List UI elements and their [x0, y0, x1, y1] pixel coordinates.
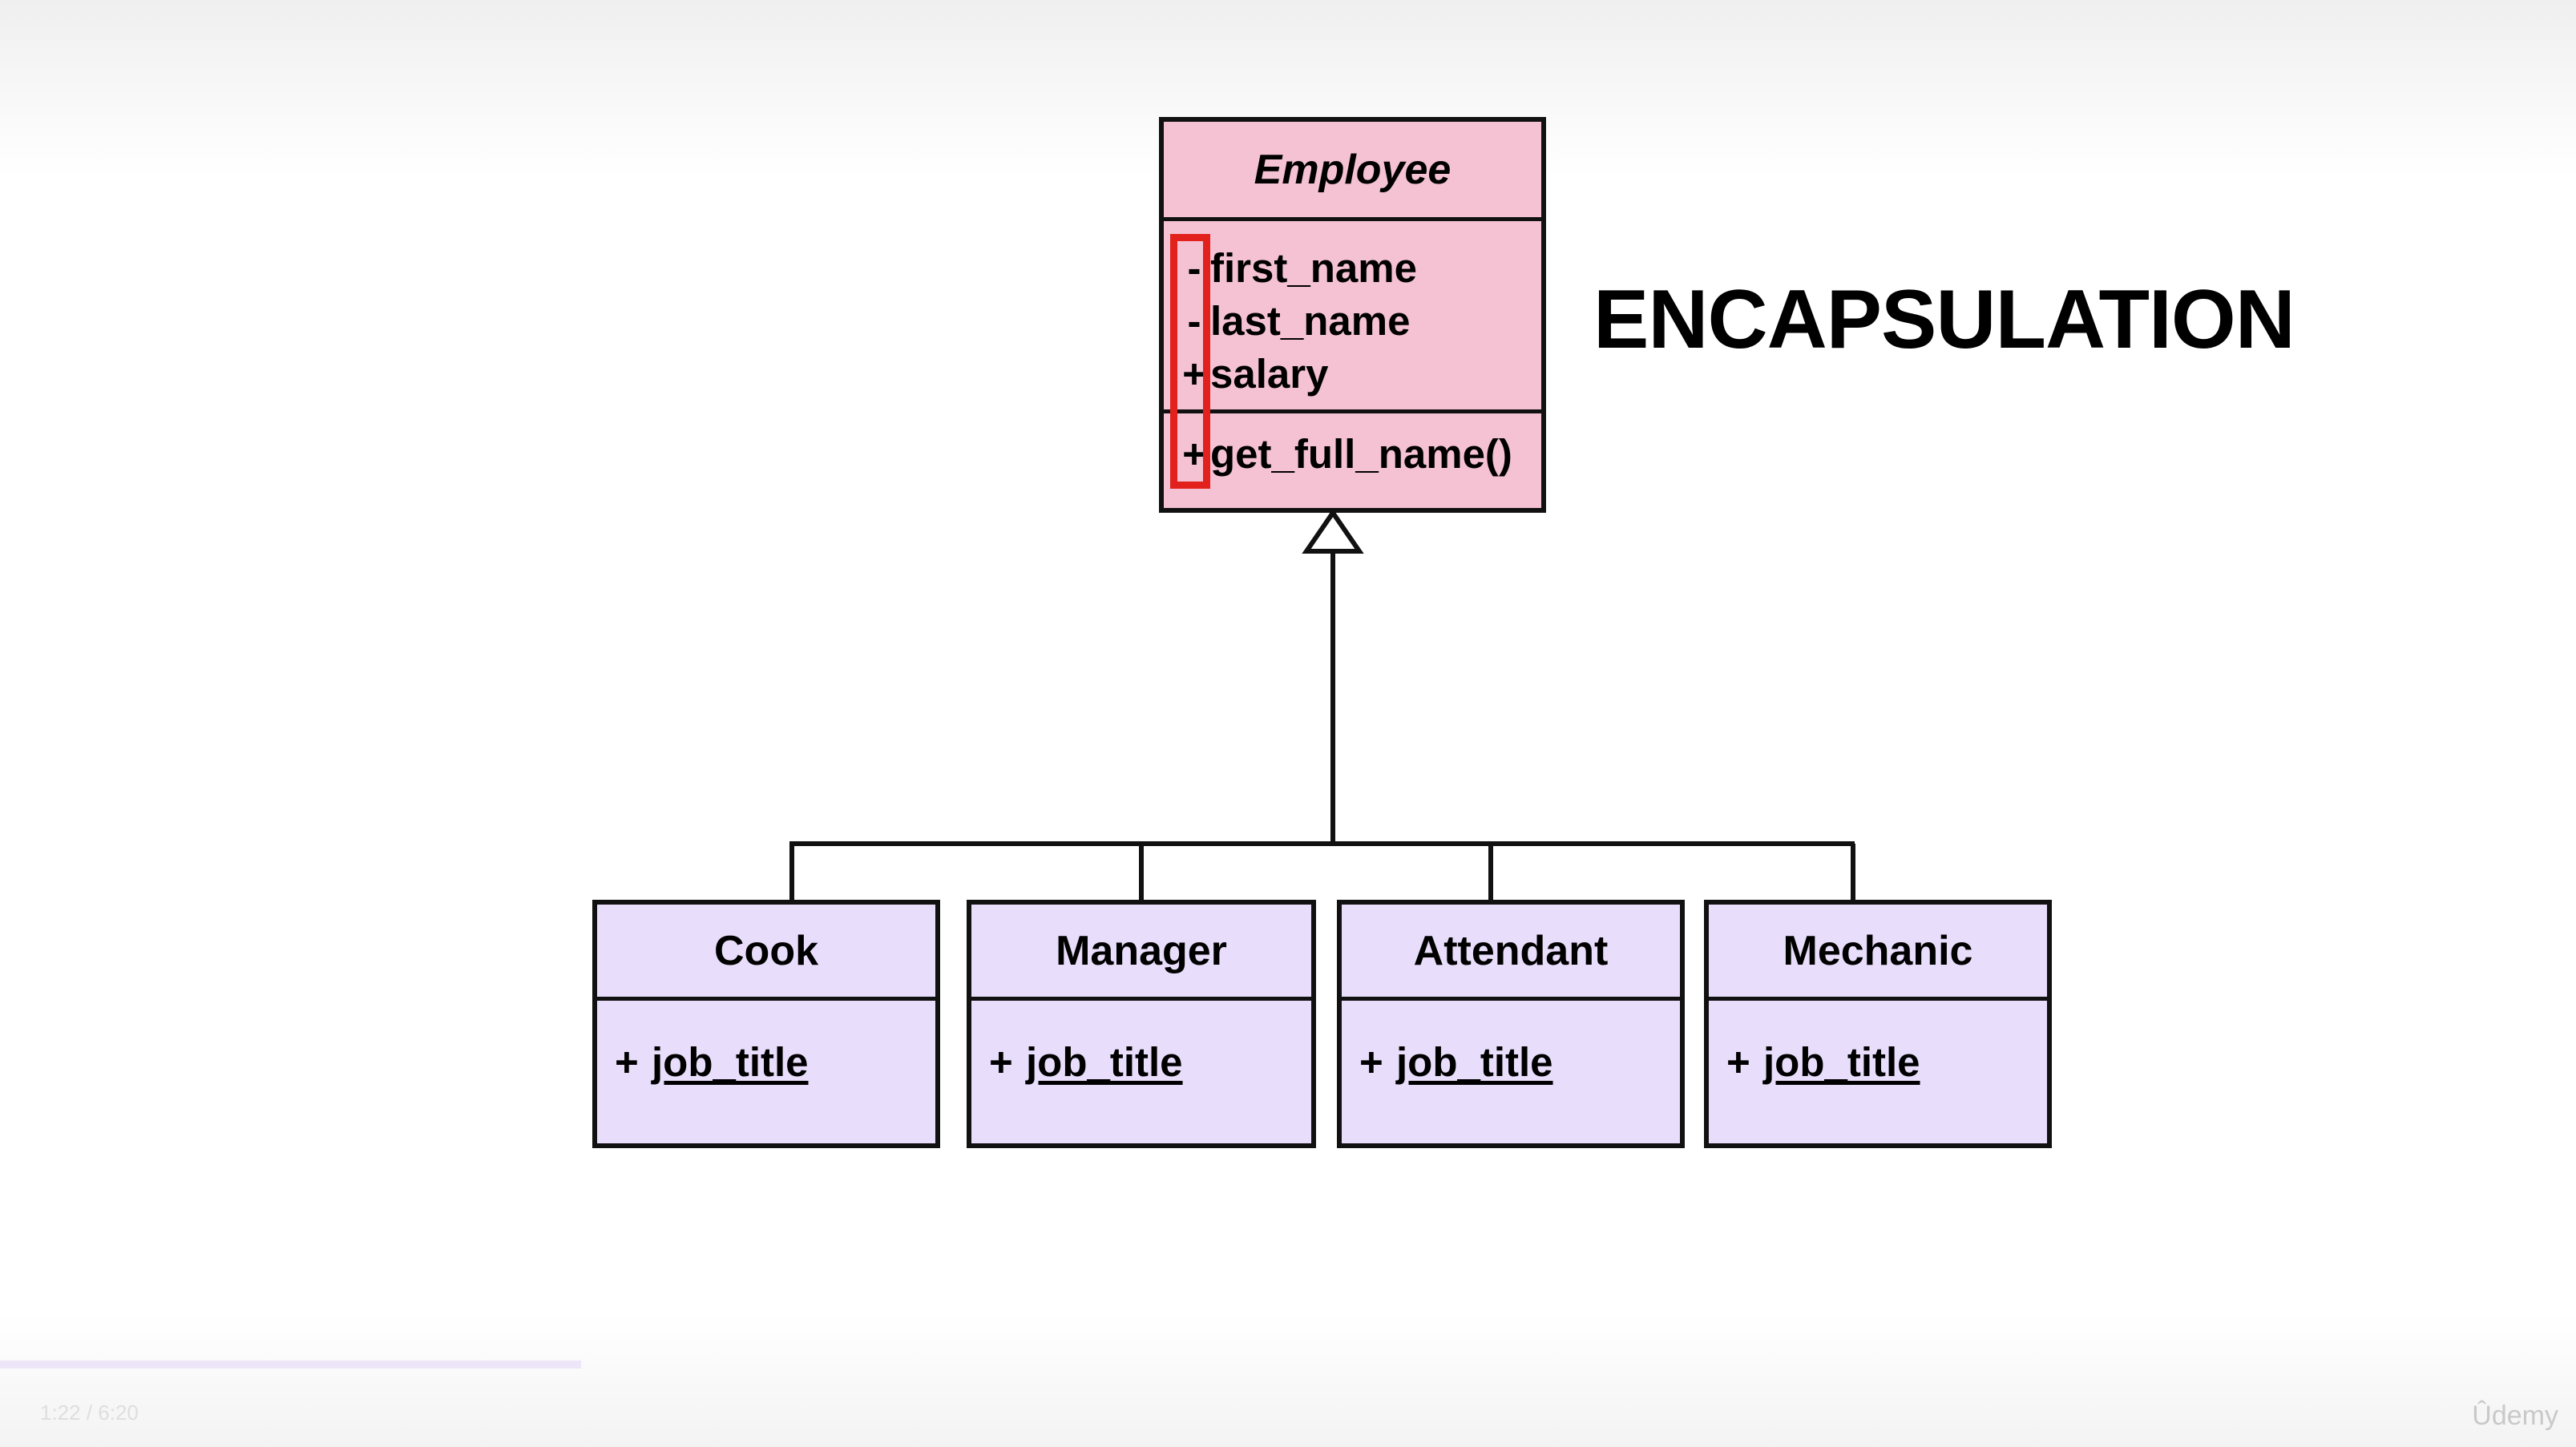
visibility-public: +	[615, 1039, 639, 1085]
manager-class-box: Manager + job_title	[967, 900, 1316, 1148]
visibility-public: +	[1359, 1039, 1383, 1085]
class-name: Mechanic	[1783, 927, 1973, 974]
video-progress-bar[interactable]	[0, 1360, 581, 1368]
manager-class-header: Manager	[971, 905, 1311, 1001]
method-get-full-name: + get_full_name()	[1178, 428, 1541, 481]
visibility-public: +	[1182, 351, 1206, 397]
cook-class-header: Cook	[597, 905, 935, 1001]
employee-attributes: - first_name - last_name + salary	[1164, 221, 1541, 413]
inheritance-arrowhead-icon	[1302, 508, 1364, 554]
class-name: Attendant	[1413, 927, 1609, 974]
employee-methods: + get_full_name()	[1164, 413, 1541, 481]
cook-class-box: Cook + job_title	[592, 900, 940, 1148]
employee-class-header: Employee	[1164, 122, 1541, 221]
visibility-highlight-box	[1170, 234, 1210, 489]
class-name: Cook	[714, 927, 818, 974]
attribute-name: first_name	[1210, 245, 1417, 291]
visibility-private: -	[1187, 298, 1201, 344]
attribute-name: job_title	[652, 1039, 809, 1085]
slide-title: ENCAPSULATION	[1593, 273, 2295, 366]
attribute-job-title: + job_title	[615, 1036, 935, 1089]
attribute-name: salary	[1210, 351, 1329, 397]
visibility-public: +	[1182, 431, 1206, 477]
cook-attributes: + job_title	[597, 1001, 935, 1089]
attendant-class-box: Attendant + job_title	[1337, 900, 1685, 1148]
mechanic-class-box: Mechanic + job_title	[1704, 900, 2052, 1148]
attribute-name: job_title	[1026, 1039, 1183, 1085]
attribute-name: job_title	[1763, 1039, 1920, 1085]
attendant-class-header: Attendant	[1342, 905, 1680, 1001]
attendant-attributes: + job_title	[1342, 1001, 1680, 1089]
class-name: Manager	[1056, 927, 1227, 974]
udemy-logo: Ûdemy	[2472, 1401, 2558, 1431]
attribute-first-name: - first_name	[1178, 242, 1541, 295]
attribute-last-name: - last_name	[1178, 295, 1541, 348]
method-name: get_full_name()	[1210, 431, 1512, 477]
attribute-name: job_title	[1396, 1039, 1553, 1085]
manager-attributes: + job_title	[971, 1001, 1311, 1089]
video-time-display: 1:22 / 6:20	[40, 1401, 139, 1425]
employee-class-box: Employee - first_name - last_name + sala…	[1159, 117, 1546, 513]
attribute-job-title: + job_title	[989, 1036, 1311, 1089]
attribute-job-title: + job_title	[1726, 1036, 2047, 1089]
visibility-private: -	[1187, 245, 1201, 291]
visibility-public: +	[989, 1039, 1013, 1085]
attribute-name: last_name	[1210, 298, 1411, 344]
visibility-public: +	[1726, 1039, 1750, 1085]
mechanic-class-header: Mechanic	[1709, 905, 2047, 1001]
attribute-job-title: + job_title	[1359, 1036, 1680, 1089]
employee-class-name: Employee	[1254, 146, 1452, 193]
mechanic-attributes: + job_title	[1709, 1001, 2047, 1089]
attribute-salary: + salary	[1178, 348, 1541, 401]
